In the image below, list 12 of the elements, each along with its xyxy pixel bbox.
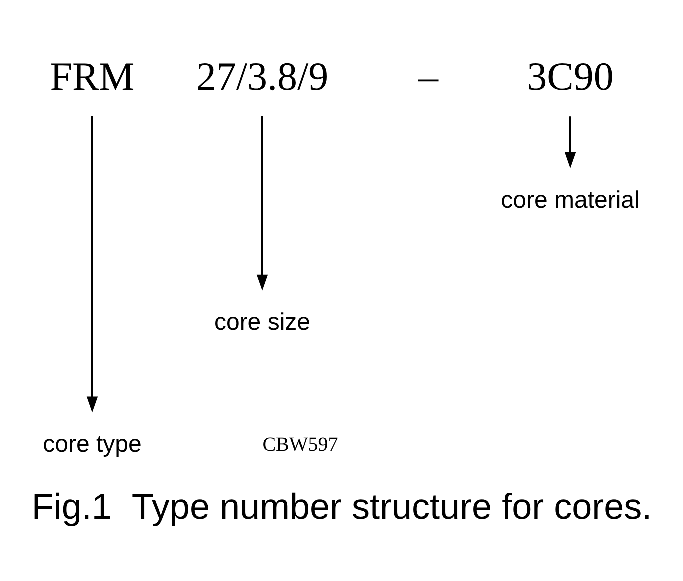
node-text: core material [500,186,640,214]
label: – [418,54,438,98]
arrow [256,116,268,290]
label: CBW597 [262,434,338,456]
node-text: 3C90 [526,54,614,98]
arrow [86,116,98,412]
caption: Fig.1 Type number structure for cores. [31,485,652,526]
node-text: core type [42,430,142,458]
arrow [564,116,576,168]
node-text: FRM [50,54,134,98]
node-text: 27/3.8/9 [196,54,328,98]
node-text: core size [214,308,310,336]
